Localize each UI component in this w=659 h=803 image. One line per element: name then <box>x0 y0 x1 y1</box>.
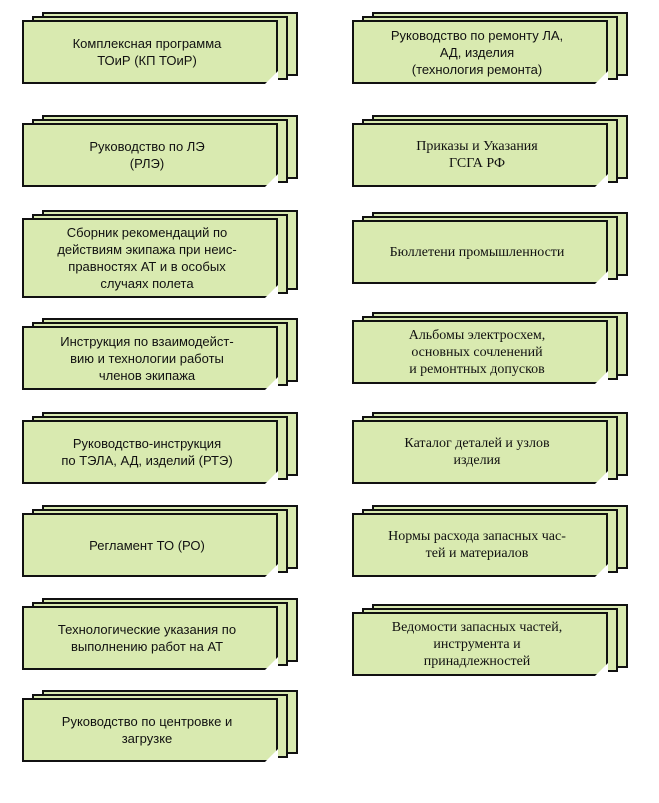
card-left-7: Руководство по центровке и загрузке <box>22 690 298 762</box>
card-label: Руководство-инструкция по ТЭЛА, АД, изде… <box>61 436 233 468</box>
folded-corner-icon <box>265 471 278 484</box>
card-label: Ведомости запасных частей, инструмента и… <box>391 619 563 669</box>
card-label: Бюллетени промышленности <box>389 244 565 260</box>
card-left-2: Сборник рекомендаций по действиям экипаж… <box>22 210 298 298</box>
card-face: Бюллетени промышленности <box>352 220 608 284</box>
card-face: Каталог деталей и узлов изделия <box>352 420 608 484</box>
card-left-4: Руководство-инструкция по ТЭЛА, АД, изде… <box>22 412 298 484</box>
card-face: Руководство-инструкция по ТЭЛА, АД, изде… <box>22 420 278 484</box>
folded-corner-icon <box>265 749 278 762</box>
card-face: Нормы расхода запасных час- тей и матери… <box>352 513 608 577</box>
folded-corner-icon <box>595 271 608 284</box>
card-face: Сборник рекомендаций по действиям экипаж… <box>22 218 278 298</box>
card-label: Руководство по ремонту ЛА, АД, изделия (… <box>390 27 564 77</box>
card-face: Регламент ТО (РО) <box>22 513 278 577</box>
card-label: Технологические указания по выполнению р… <box>57 622 237 654</box>
card-label: Нормы расхода запасных час- тей и матери… <box>388 529 566 561</box>
card-label: Сборник рекомендаций по действиям экипаж… <box>57 225 237 291</box>
card-right-0: Руководство по ремонту ЛА, АД, изделия (… <box>352 12 628 84</box>
card-face: Приказы и Указания ГСГА РФ <box>352 123 608 187</box>
card-right-2: Бюллетени промышленности <box>352 212 628 284</box>
card-right-4: Каталог деталей и узлов изделия <box>352 412 628 484</box>
card-left-3: Инструкция по взаимодейст- вию и техноло… <box>22 318 298 390</box>
card-face: Инструкция по взаимодейст- вию и техноло… <box>22 326 278 390</box>
folded-corner-icon <box>595 371 608 384</box>
card-face: Ведомости запасных частей, инструмента и… <box>352 612 608 676</box>
card-face: Руководство по центровке и загрузке <box>22 698 278 762</box>
card-label: Альбомы электросхем, основных сочленений… <box>408 327 546 377</box>
card-face: Комплексная программа ТОиР (КП ТОиР) <box>22 20 278 84</box>
card-label: Инструкция по взаимодейст- вию и техноло… <box>60 333 234 383</box>
card-label: Приказы и Указания ГСГА РФ <box>416 139 538 171</box>
card-label: Руководство по центровке и загрузке <box>61 714 233 746</box>
card-label: Регламент ТО (РО) <box>89 537 205 553</box>
card-left-5: Регламент ТО (РО) <box>22 505 298 577</box>
card-face: Альбомы электросхем, основных сочленений… <box>352 320 608 384</box>
card-right-1: Приказы и Указания ГСГА РФ <box>352 115 628 187</box>
folded-corner-icon <box>595 663 608 676</box>
folded-corner-icon <box>265 564 278 577</box>
card-label: Руководство по ЛЭ (РЛЭ) <box>89 139 205 171</box>
folded-corner-icon <box>595 174 608 187</box>
folded-corner-icon <box>265 657 278 670</box>
card-face: Технологические указания по выполнению р… <box>22 606 278 670</box>
card-right-6: Ведомости запасных частей, инструмента и… <box>352 604 628 676</box>
folded-corner-icon <box>595 71 608 84</box>
card-left-1: Руководство по ЛЭ (РЛЭ) <box>22 115 298 187</box>
card-face: Руководство по ЛЭ (РЛЭ) <box>22 123 278 187</box>
card-right-3: Альбомы электросхем, основных сочленений… <box>352 312 628 384</box>
folded-corner-icon <box>265 174 278 187</box>
folded-corner-icon <box>265 377 278 390</box>
folded-corner-icon <box>265 71 278 84</box>
card-right-5: Нормы расхода запасных час- тей и матери… <box>352 505 628 577</box>
folded-corner-icon <box>595 471 608 484</box>
card-left-0: Комплексная программа ТОиР (КП ТОиР) <box>22 12 298 84</box>
folded-corner-icon <box>265 285 278 298</box>
card-label: Каталог деталей и узлов изделия <box>404 436 550 468</box>
folded-corner-icon <box>595 564 608 577</box>
card-face: Руководство по ремонту ЛА, АД, изделия (… <box>352 20 608 84</box>
card-left-6: Технологические указания по выполнению р… <box>22 598 298 670</box>
card-label: Комплексная программа ТОиР (КП ТОиР) <box>72 36 222 68</box>
